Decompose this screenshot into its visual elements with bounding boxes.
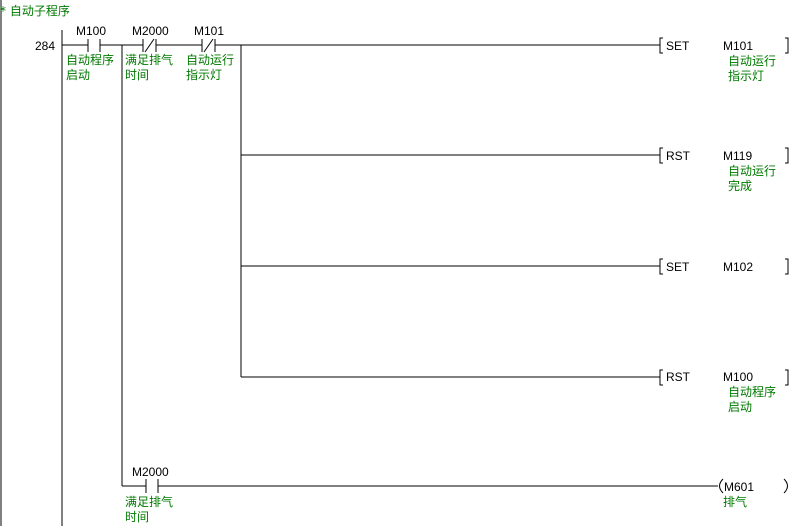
contact-m2000-nc[interactable]: [142, 38, 157, 53]
contact-m101-comment-line2: 指示灯: [186, 68, 223, 82]
step-number: 284: [35, 39, 56, 53]
instruction-set-m101-comment-line2: 指示灯: [728, 69, 765, 83]
contact-m100-comment-line2: 启动: [66, 68, 91, 82]
instruction-rst-m100-device: M100: [723, 370, 754, 384]
contact-m100-label: M100: [76, 24, 107, 38]
instruction-rst-m100-comment-line1: 自动程序: [728, 385, 777, 399]
instruction-rst-m119-op: RST: [666, 149, 690, 163]
contact-m101-comment-line1: 自动运行: [186, 53, 235, 67]
contact-m2000-nc-comment-line2: 时间: [125, 68, 150, 82]
contact-m2000-no[interactable]: [145, 479, 159, 493]
contact-m2000-no-comment-line1: 满足排气: [125, 495, 174, 509]
contact-m2000-nc-label: M2000: [132, 24, 169, 38]
contact-m2000-nc-comment-line1: 满足排气: [125, 53, 174, 67]
instruction-brackets-right: [785, 37, 789, 386]
coil-m601-device: M601: [724, 480, 755, 494]
contact-m100-comment-line1: 自动程序: [66, 53, 115, 67]
instruction-rst-m119-comment-line2: 完成: [728, 179, 753, 193]
instruction-set-m101-device: M101: [723, 39, 754, 53]
instruction-set-m101-op: SET: [666, 39, 690, 53]
instruction-set-m101-comment-line1: 自动运行: [728, 54, 777, 68]
contact-m2000-no-comment-line2: 时间: [125, 510, 150, 524]
contact-m100[interactable]: [87, 39, 101, 52]
contact-m101-label: M101: [194, 24, 225, 38]
instruction-rst-m100-comment-line2: 启动: [728, 400, 753, 414]
instruction-rst-m119-device: M119: [723, 149, 753, 163]
instruction-set-m102-device: M102: [723, 260, 754, 274]
instruction-rst-m100-op: RST: [666, 370, 690, 384]
program-comment: * 自动子程序: [0, 4, 70, 18]
coil-m601[interactable]: [719, 478, 788, 494]
contact-m2000-no-label: M2000: [132, 465, 169, 479]
instruction-set-m102-op: SET: [666, 260, 690, 274]
instruction-rst-m119-comment-line1: 自动运行: [728, 164, 777, 178]
instruction-brackets-left: [659, 37, 663, 386]
coil-m601-comment: 排气: [723, 495, 748, 509]
contact-m101-nc[interactable]: [201, 38, 216, 53]
